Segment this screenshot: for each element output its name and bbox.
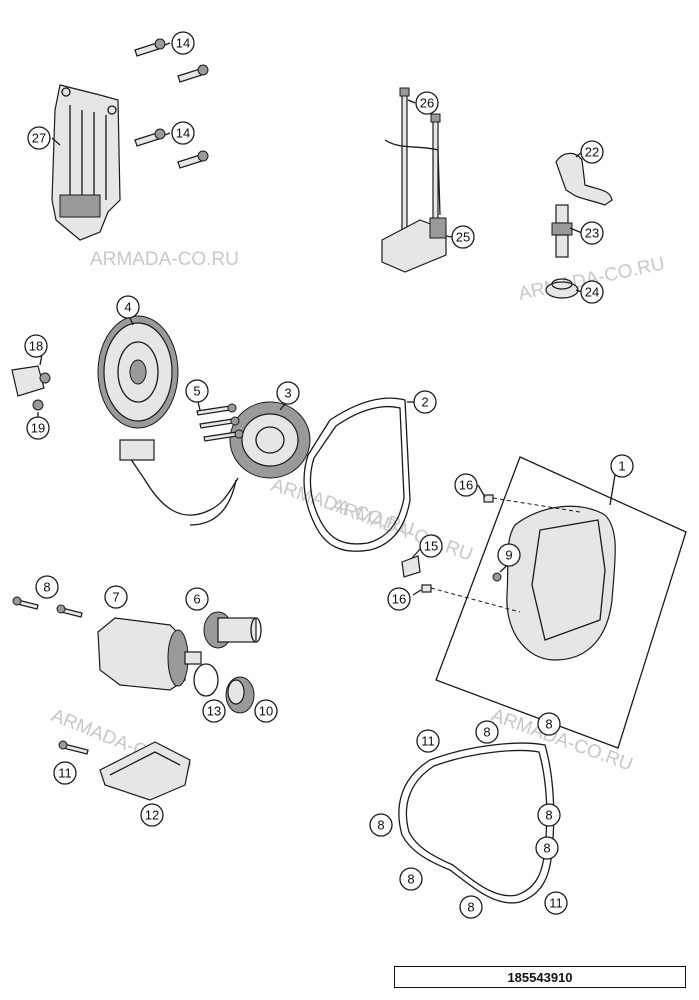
svg-text:8: 8 [545, 717, 552, 732]
watermark: ARMADA-CO.RU [488, 705, 635, 776]
callout-26: 26 [415, 91, 439, 115]
gear-part-6 [203, 611, 262, 649]
callout-8: 8 [535, 836, 559, 860]
svg-text:27: 27 [32, 131, 46, 146]
callout-9: 9 [497, 543, 521, 567]
clip-part-15 [401, 555, 421, 578]
svg-text:15: 15 [424, 539, 438, 554]
callout-8: 8 [475, 720, 499, 744]
svg-text:14: 14 [176, 36, 190, 51]
ignition-coil-part [381, 87, 447, 273]
svg-text:24: 24 [585, 285, 599, 300]
callout-2: 2 [413, 390, 437, 414]
callout-8: 8 [35, 575, 59, 599]
callout-16: 16 [387, 587, 411, 611]
callout-11: 11 [53, 761, 77, 785]
callout-15: 15 [419, 534, 443, 558]
svg-text:11: 11 [58, 766, 72, 781]
callout-27: 27 [27, 126, 51, 150]
callout-7: 7 [104, 585, 128, 609]
callout-11: 11 [416, 729, 440, 753]
callouts: 1 2 3 4 5 6 7 8 8 8 8 8 8 8 8 9 10 11 11… [24, 31, 634, 919]
svg-text:12: 12 [145, 808, 159, 823]
bolts-part-5 [196, 403, 244, 442]
callout-22: 22 [580, 140, 604, 164]
svg-text:3: 3 [284, 386, 291, 401]
svg-text:23: 23 [585, 226, 599, 241]
gasket-part-2 [303, 397, 411, 552]
starter-motor-part [97, 617, 202, 691]
svg-text:8: 8 [543, 841, 550, 856]
svg-text:9: 9 [505, 548, 512, 563]
callout-16: 16 [454, 473, 478, 497]
bolt-part-11-guard [58, 740, 89, 755]
sensor-part-18 [11, 365, 51, 411]
svg-text:8: 8 [545, 808, 552, 823]
callout-8: 8 [369, 813, 393, 837]
spark-plug-cap-part [555, 152, 613, 206]
callout-5: 5 [185, 379, 209, 403]
callout-1: 1 [610, 454, 634, 478]
callout-6: 6 [185, 587, 209, 611]
callout-4: 4 [116, 295, 140, 319]
callout-8: 8 [537, 803, 561, 827]
svg-text:25: 25 [456, 230, 470, 245]
svg-text:11: 11 [549, 896, 563, 911]
callout-12: 12 [140, 803, 164, 827]
svg-text:8: 8 [407, 872, 414, 887]
svg-text:5: 5 [193, 384, 200, 399]
cover-frame [435, 456, 687, 749]
svg-text:14: 14 [176, 126, 190, 141]
svg-text:16: 16 [459, 478, 473, 493]
control-unit-part [51, 84, 121, 241]
svg-text:22: 22 [585, 145, 599, 160]
o-ring-part-13 [193, 663, 219, 697]
svg-text:8: 8 [483, 725, 490, 740]
svg-text:4: 4 [124, 300, 131, 315]
callout-8: 8 [399, 867, 423, 891]
svg-text:8: 8 [377, 818, 384, 833]
callout-8: 8 [459, 895, 483, 919]
svg-text:18: 18 [29, 339, 43, 354]
svg-text:8: 8 [467, 900, 474, 915]
bolts-part-8-starter [12, 596, 83, 618]
callout-11: 11 [544, 891, 568, 915]
drawing-code-label: 185543910 [394, 966, 686, 988]
callout-24: 24 [580, 280, 604, 304]
stator-part [119, 401, 311, 526]
svg-text:13: 13 [207, 704, 221, 719]
svg-text:7: 7 [112, 590, 119, 605]
callout-14: 14 [171, 121, 195, 145]
callout-14: 14 [171, 31, 195, 55]
callout-3: 3 [276, 381, 300, 405]
callout-13: 13 [202, 699, 226, 723]
callout-19: 19 [26, 416, 50, 440]
svg-text:8: 8 [43, 580, 50, 595]
callout-8: 8 [537, 712, 561, 736]
callout-10: 10 [254, 699, 278, 723]
svg-text:19: 19 [31, 421, 45, 436]
svg-text:6: 6 [193, 592, 200, 607]
gasket-part-large [398, 742, 555, 904]
flywheel-part [97, 315, 179, 429]
spark-plug-part [551, 204, 573, 258]
svg-text:16: 16 [392, 592, 406, 607]
svg-text:2: 2 [421, 395, 428, 410]
callout-25: 25 [451, 225, 475, 249]
svg-text:26: 26 [420, 96, 434, 111]
svg-text:1: 1 [618, 459, 625, 474]
guard-plate-part [99, 741, 191, 801]
callout-23: 23 [580, 221, 604, 245]
screws-part-16 [421, 494, 581, 613]
ignition-cover-part [492, 505, 616, 661]
watermark: ARMADA-CO.RU [90, 249, 239, 270]
svg-text:11: 11 [421, 734, 435, 749]
screws-part-14 [134, 38, 209, 169]
svg-text:10: 10 [259, 704, 273, 719]
callout-18: 18 [24, 334, 48, 358]
sleeve-part-10 [225, 676, 255, 714]
